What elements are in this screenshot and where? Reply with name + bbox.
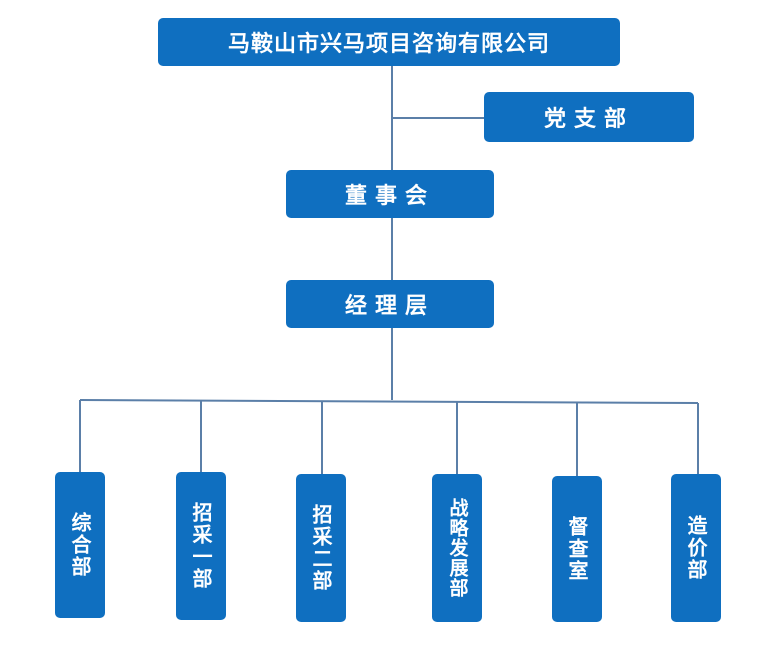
department-box-inspection: 督查室 xyxy=(552,476,602,622)
department-box-general: 综合部 xyxy=(55,472,105,618)
department-box-procurement-1: 招采一部 xyxy=(176,472,226,620)
management-box: 经理层 xyxy=(286,280,494,328)
company-box: 马鞍山市兴马项目咨询有限公司 xyxy=(158,18,620,66)
department-box-procurement-2: 招采二部 xyxy=(296,474,346,622)
party-branch-box: 党支部 xyxy=(484,92,694,142)
department-box-strategy: 战略发展部 xyxy=(432,474,482,622)
board-box: 董事会 xyxy=(286,170,494,218)
department-box-cost: 造价部 xyxy=(671,474,721,622)
